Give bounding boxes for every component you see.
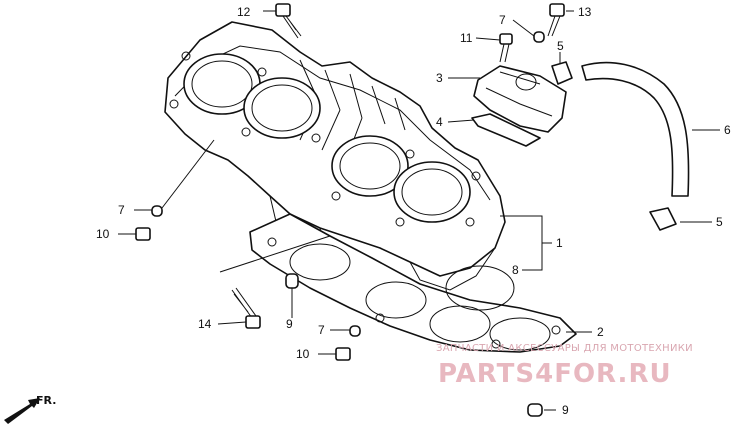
bolt-10-left xyxy=(135,227,151,241)
front-label: FR. xyxy=(36,394,56,407)
callout-4: 4 xyxy=(436,115,443,129)
watermark-tagline: ЗАПЧАСТИ И АКСЕССУАРЫ ДЛЯ МОТОТЕХНИКИ xyxy=(436,343,693,354)
callout-7-top: 7 xyxy=(499,13,506,27)
washer-7-left xyxy=(151,205,163,217)
dowel-9-bottom xyxy=(527,403,543,417)
callout-13: 13 xyxy=(578,5,592,19)
hose-clip-lower xyxy=(649,207,677,231)
callout-10-bottom: 10 xyxy=(296,347,310,361)
bolt-14 xyxy=(231,287,261,329)
callout-12: 12 xyxy=(237,5,251,19)
bolt-10-bottom xyxy=(335,347,351,361)
callout-7-bottom: 7 xyxy=(318,323,325,337)
air-cover xyxy=(473,65,567,133)
front-arrow-icon xyxy=(4,398,40,424)
callout-8: 8 xyxy=(512,263,519,277)
bolt-13 xyxy=(547,3,565,37)
callout-5-top: 5 xyxy=(557,39,564,53)
hose xyxy=(581,61,690,197)
callout-9-bottom: 9 xyxy=(562,403,569,417)
callout-7-left: 7 xyxy=(118,203,125,217)
callout-5-right: 5 xyxy=(716,215,723,229)
callout-3: 3 xyxy=(436,71,443,85)
watermark: ЗАПЧАСТИ И АКСЕССУАРЫ ДЛЯ МОТОТЕХНИКИ PA… xyxy=(436,343,693,389)
dowel-9-left xyxy=(285,273,299,289)
callout-11: 11 xyxy=(460,31,473,45)
washer-7-bottom xyxy=(349,325,361,337)
cylinder-block xyxy=(164,21,506,291)
leader-lines xyxy=(118,10,720,411)
front-direction-indicator: FR. xyxy=(4,394,56,424)
bolt-12 xyxy=(275,3,302,39)
callout-14: 14 xyxy=(198,317,212,331)
bolt-11 xyxy=(499,33,513,63)
hose-clip-upper xyxy=(551,61,573,85)
callout-9-left: 9 xyxy=(286,317,293,331)
callouts: 12 7 13 11 5 3 4 6 5 1 8 2 7 10 14 9 7 1… xyxy=(96,5,731,417)
callout-6: 6 xyxy=(724,123,731,137)
washer-7-top xyxy=(533,31,545,43)
callout-10-left: 10 xyxy=(96,227,110,241)
callout-1: 1 xyxy=(556,236,563,250)
watermark-logo: PARTS4FOR.RU xyxy=(438,359,672,389)
o-ring xyxy=(445,265,515,311)
cover-gasket xyxy=(471,113,541,147)
callout-2: 2 xyxy=(597,325,604,339)
